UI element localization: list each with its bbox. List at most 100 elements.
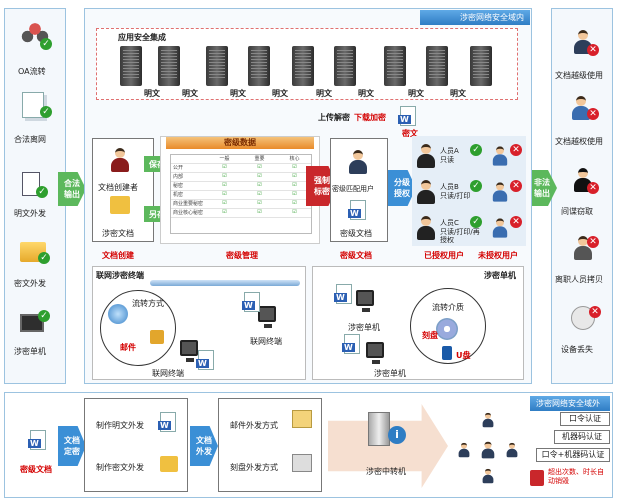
x-icon: ✕ — [589, 306, 601, 318]
checkbox-icon: ☑ — [222, 164, 227, 170]
user-avatar-icon — [416, 180, 436, 204]
standalone-pc-icon — [356, 290, 374, 312]
table-row-label: 机密 — [173, 192, 184, 198]
table-row-label: 商业重要秘密 — [173, 201, 204, 207]
unauthorized-user-icon — [492, 146, 508, 166]
person-copy-icon — [573, 236, 593, 260]
user-avatar-icon — [416, 216, 436, 240]
checkbox-icon: ☑ — [257, 173, 262, 179]
table-row: 商业核心秘密☑☑☑ — [171, 209, 311, 218]
download-encrypt-label: 下载加密 — [354, 113, 386, 122]
x-icon: ✕ — [510, 216, 522, 228]
info-icon: i — [388, 426, 406, 444]
legal-output-arrow: 合法 输出 — [58, 172, 86, 206]
user-permission: 只读 — [440, 156, 454, 164]
left-item-label: 涉密单机 — [14, 347, 46, 356]
table-row-label: 商业核心秘密 — [173, 210, 204, 216]
right-item-departed: ✕ 离职人员拷贝 — [553, 236, 613, 290]
user-permission: 只读/打印/再授权 — [440, 228, 480, 244]
recipient-icon — [482, 468, 494, 484]
relay-server-icon — [368, 412, 390, 446]
checkbox-icon: ☑ — [222, 209, 227, 215]
table-header: 一般 — [219, 156, 230, 162]
server-icon — [158, 46, 180, 86]
checkbox-icon: ☑ — [257, 200, 262, 206]
unauthorized-users-caption: 未授权用户 — [478, 251, 518, 260]
x-icon: ✕ — [587, 108, 599, 120]
classification-title: 密级数据 — [166, 137, 314, 149]
server-icon — [206, 46, 228, 86]
email-out-icon — [292, 410, 312, 428]
doc-create-caption: 文档创建 — [102, 251, 134, 260]
terminal-pc-icon — [180, 340, 198, 362]
email-out-label: 邮件外发方式 — [230, 421, 278, 430]
recipient-icon — [482, 412, 494, 428]
right-item-device-lost: ✕ 设备丢失 — [553, 304, 613, 358]
secret-doc-label: 涉密文档 — [102, 229, 134, 238]
match-user-icon — [348, 150, 368, 174]
table-row: 公开☑☑☑ — [171, 164, 311, 173]
standalone-doc-icon-2 — [342, 334, 360, 354]
server-icon — [470, 46, 492, 86]
right-item-label: 文档越权使用 — [555, 137, 603, 146]
right-item-spy: ✕ 间谍窃取 — [553, 168, 613, 222]
checkbox-icon: ☑ — [222, 191, 227, 197]
auto-destroy-label: 超出次数、时长自动销毁 — [548, 468, 610, 486]
check-icon: ✓ — [470, 144, 482, 156]
doc-creator-label: 文档创建者 — [98, 183, 138, 192]
checkbox-icon: ☑ — [257, 191, 262, 197]
network-terminal-title: 联网涉密终端 — [96, 271, 144, 280]
lock-folder-icon — [110, 196, 130, 214]
user-permission: 只读/打印 — [440, 192, 471, 200]
left-item-plain-out: ✓ 明文外发 — [14, 172, 58, 222]
user-avatar-icon — [416, 144, 436, 168]
bottom-secret-doc-icon — [28, 430, 46, 450]
recipient-icon — [506, 442, 518, 458]
upload-decrypt-label: 上传解密 — [318, 113, 350, 122]
table-row: 商业重要秘密☑☑☑ — [171, 200, 311, 209]
right-item-over-auth: ✕ 文档越权使用 — [553, 96, 613, 150]
destroy-icon — [530, 470, 544, 486]
flow-mode-circle — [100, 290, 176, 366]
left-item-standalone: ✓ 涉密单机 — [14, 310, 58, 364]
checkbox-icon: ☑ — [292, 182, 297, 188]
users-denied-icon — [571, 96, 591, 120]
auto-destroy-text: 超出次数、时长自动销毁 — [548, 468, 604, 485]
standalone-doc-icon — [334, 284, 352, 304]
burn-out-icon — [292, 454, 312, 472]
left-item-legal-offline: ✓ 合法离网 — [14, 92, 58, 150]
outside-recipients — [450, 408, 526, 484]
right-item-label: 文档越级使用 — [555, 71, 603, 80]
make-plain-label: 制作明文外发 — [96, 421, 144, 430]
document-check-icon — [22, 172, 40, 196]
table-header-row: 一般 重要 核心 — [171, 155, 311, 164]
x-icon: ✕ — [510, 180, 522, 192]
bottom-secret-doc-label: 密级文档 — [20, 465, 52, 474]
check-icon: ✓ — [40, 38, 52, 50]
checkbox-icon: ☑ — [257, 209, 262, 215]
classified-doc-caption: 密级文档 — [340, 251, 372, 260]
make-plain-doc-icon — [158, 412, 176, 432]
email-label: 邮件 — [120, 343, 136, 352]
match-user-label: 密级匹配用户 — [332, 185, 374, 193]
terminal-doc-icon — [196, 350, 214, 370]
network-doc-icon — [242, 292, 260, 312]
authorized-user-row: 人员C 只读/打印/再授权 ✓ ✕ — [414, 212, 524, 246]
checkbox-icon: ☑ — [257, 182, 262, 188]
server-icon — [426, 46, 448, 86]
right-item-over-level: ✕ 文档越级使用 — [553, 30, 613, 84]
standalone-pc-icon-2 — [366, 342, 384, 364]
domain-title: 涉密网络安全域内 — [420, 10, 530, 25]
authorized-user-row: 人员A 只读 ✓ ✕ — [414, 140, 524, 174]
cipher-label: 密文 — [402, 129, 418, 138]
checkbox-icon: ☑ — [222, 173, 227, 179]
checkbox-icon: ☑ — [257, 164, 262, 170]
plain-text-label: 明文 — [182, 89, 198, 98]
checkbox-icon: ☑ — [292, 164, 297, 170]
table-row: 内部☑☑☑ — [171, 173, 311, 182]
check-icon: ✓ — [38, 310, 50, 322]
classified-doc-icon — [348, 200, 366, 220]
authorized-users-caption: 已授权用户 — [424, 251, 464, 260]
user-name: 人员C — [440, 219, 459, 227]
check-icon: ✓ — [38, 252, 50, 264]
